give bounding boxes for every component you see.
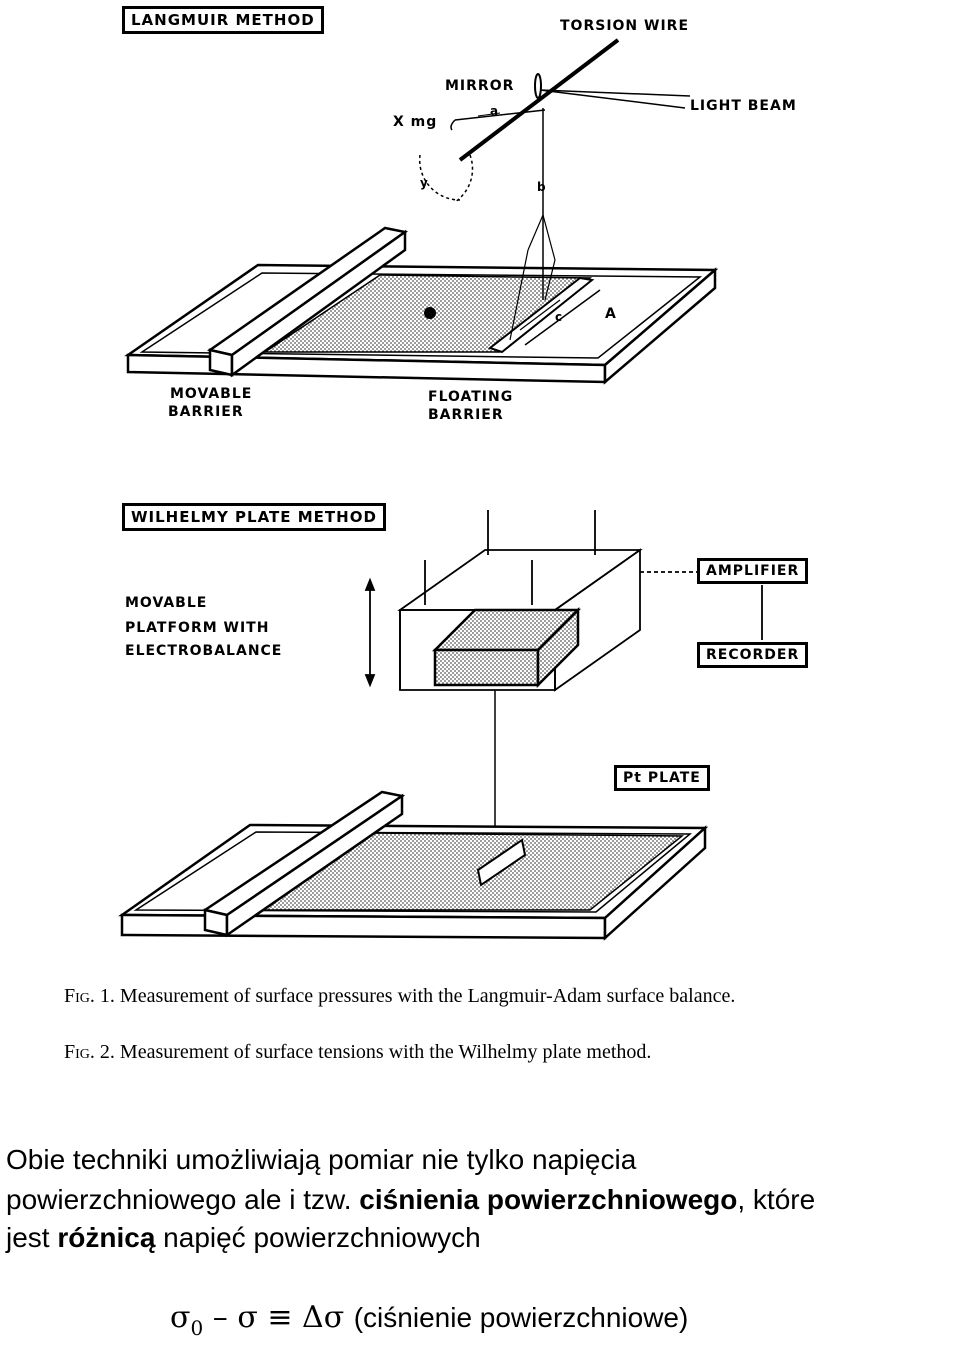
sigma-symbol: σ: [237, 1300, 258, 1335]
equiv-symbol: ≡: [267, 1300, 293, 1335]
sigma0-subscript: 0: [190, 1316, 204, 1340]
polish-line-3-b: napięć powierzchniowych: [155, 1222, 481, 1253]
torsion-apparatus: [418, 38, 691, 341]
pt-plate-box: Pt PLATE: [614, 765, 710, 791]
wilhelmy-method-title: WILHELMY PLATE METHOD: [122, 503, 386, 531]
langmuir-method-title: LANGMUIR METHOD: [122, 6, 324, 34]
delta-sigma-symbol: Δσ: [302, 1300, 345, 1335]
figures-drawing: [118, 38, 763, 941]
polish-line-2: powierzchniowego ale i tzw. ciśnienia po…: [6, 1180, 956, 1220]
c-label: c: [555, 310, 563, 324]
caption-fig1: Fig. 1. Measurement of surface pressures…: [22, 982, 932, 1010]
polish-line-1: Obie techniki umożliwiają pomiar nie tyl…: [6, 1144, 637, 1175]
a-label: a: [490, 104, 499, 118]
sigma0-symbol: σ: [170, 1300, 191, 1335]
polish-line-2-a: powierzchniowego ale i tzw.: [6, 1184, 360, 1215]
polish-line-3-bold: różnicą: [57, 1222, 156, 1253]
b-label: b: [537, 180, 546, 194]
light-beam-label: LIGHT BEAM: [690, 98, 797, 114]
movable-barrier-label-2: BARRIER: [168, 404, 244, 420]
platform-label-2: PLATFORM WITH: [125, 620, 270, 636]
platform-label-3: ELECTROBALANCE: [125, 643, 283, 659]
polish-line-3: jest różnicą napięć powierzchniowych: [6, 1218, 956, 1258]
platform-label-1: MOVABLE: [125, 595, 208, 611]
polish-line-2-b: , które: [737, 1184, 816, 1215]
formula: σ0 – σ ≡ Δσ (ciśnienie powierzchniowe): [170, 1300, 688, 1340]
torsion-wire-label: TORSION WIRE: [560, 18, 690, 34]
caption-fig2: Fig. 2. Measurement of surface tensions …: [22, 1038, 932, 1066]
amplifier-box: AMPLIFIER: [697, 558, 809, 584]
floating-barrier-label-1: FLOATING: [428, 389, 514, 405]
mirror-label: MIRROR: [445, 78, 515, 94]
A-label: A: [605, 306, 616, 322]
floating-barrier-label-2: BARRIER: [428, 407, 504, 423]
movable-barrier-label-1: MOVABLE: [170, 386, 253, 402]
minus-symbol: –: [212, 1300, 228, 1335]
caption-fig2-text: 2. Measurement of surface tensions with …: [94, 1041, 652, 1063]
caption-fig1-text: 1. Measurement of surface pressures with…: [94, 985, 736, 1007]
formula-note: (ciśnienie powierzchniowe): [353, 1302, 689, 1333]
x-mg-label: X mg: [393, 114, 438, 130]
electrobalance-box: [364, 510, 763, 855]
y-label: y: [420, 176, 428, 190]
polish-line-3-a: jest: [6, 1222, 58, 1253]
caption-fig2-prefix: Fig.: [64, 1041, 95, 1063]
wilhelmy-trough: [118, 790, 709, 941]
langmuir-trough: [124, 226, 719, 385]
caption-fig1-prefix: Fig.: [64, 985, 95, 1007]
recorder-box: RECORDER: [697, 642, 809, 668]
polish-line-2-bold: ciśnienia powierzchniowego: [359, 1184, 738, 1215]
